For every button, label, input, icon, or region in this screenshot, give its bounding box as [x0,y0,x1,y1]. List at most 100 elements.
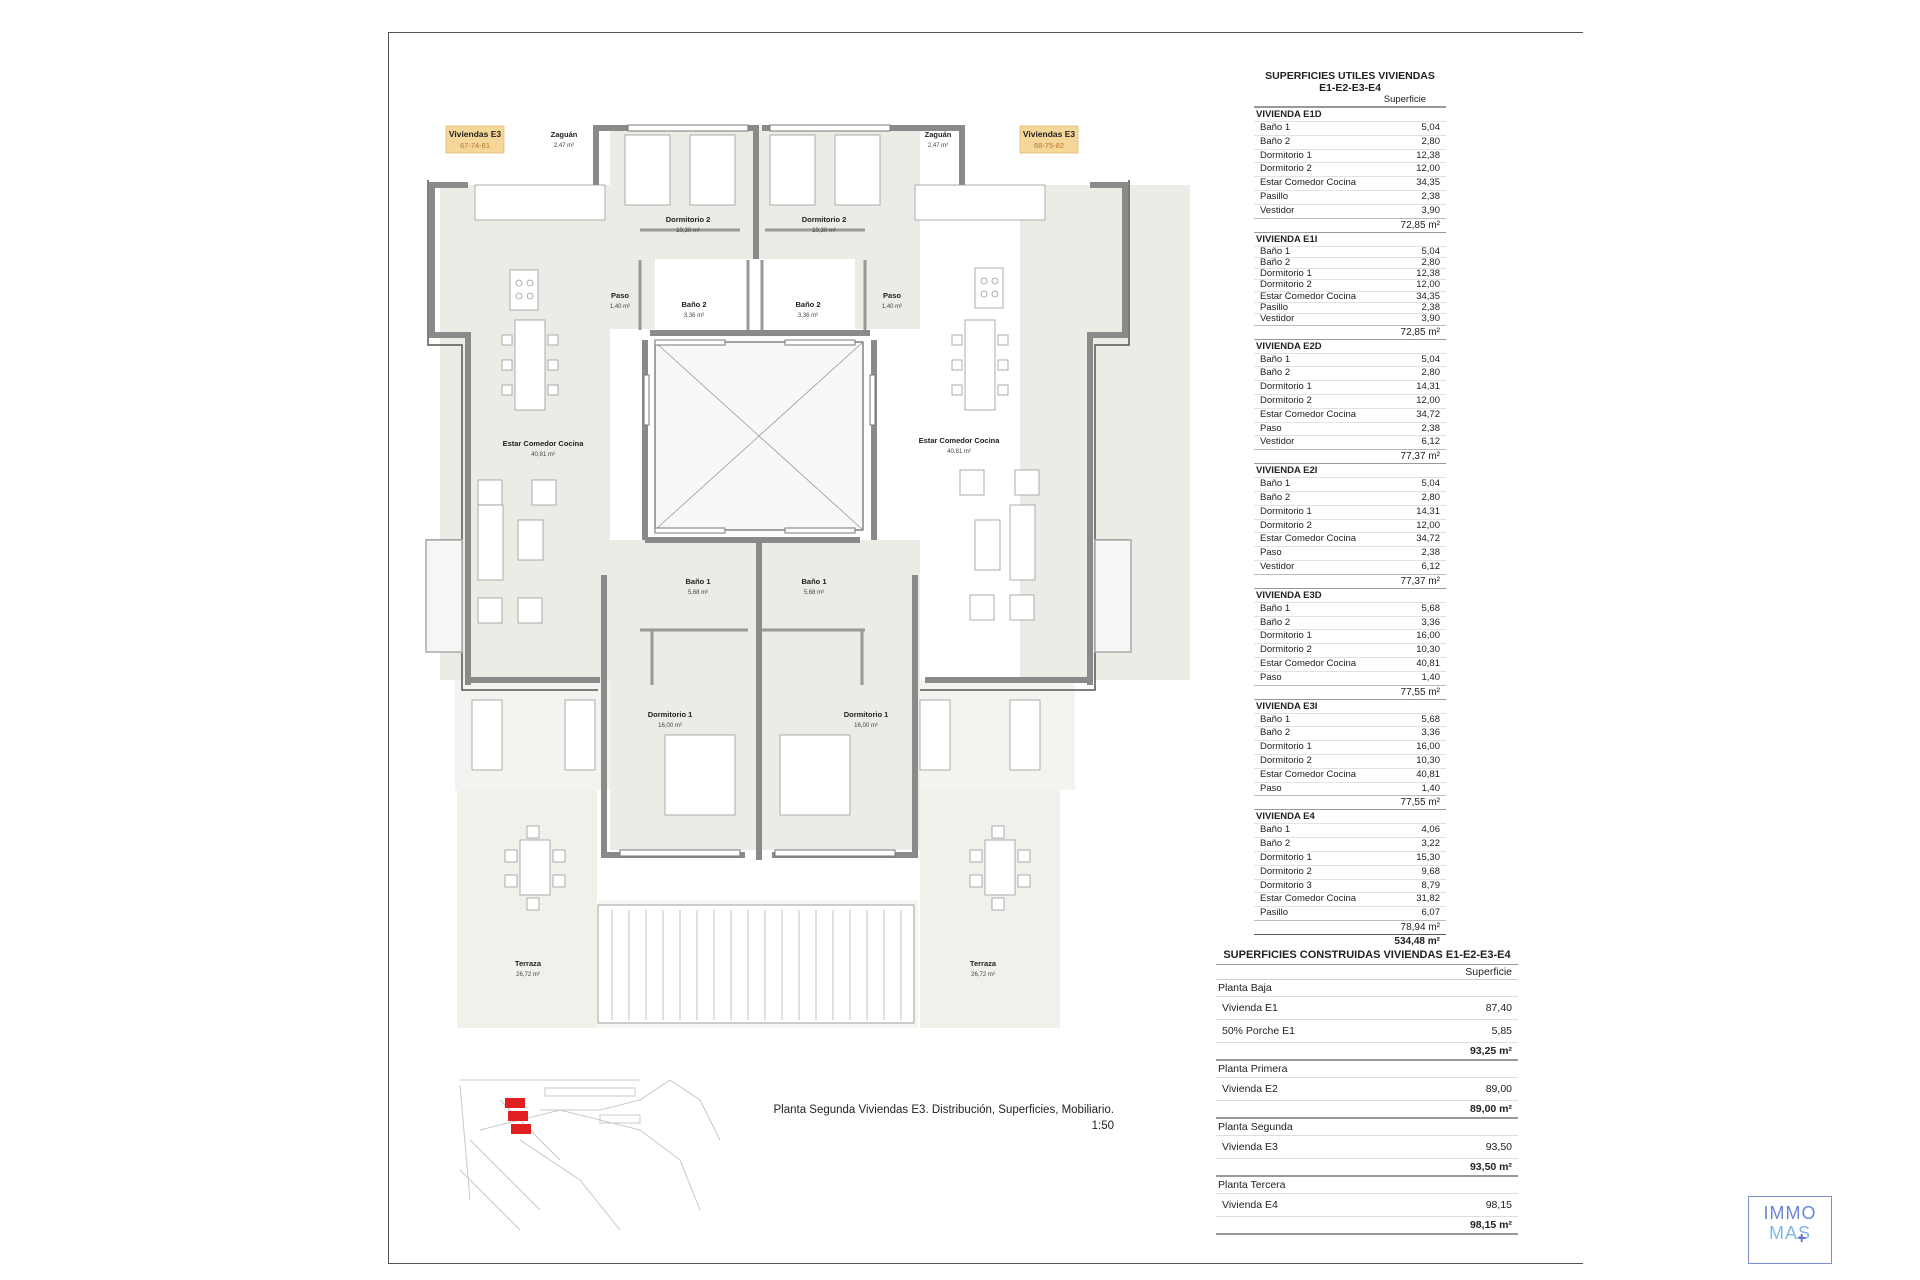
room-name: Dormitorio 2 [1260,644,1312,656]
room-surface: 12,00 [1416,519,1440,531]
room-name: Baño 1 [1260,602,1291,614]
room-label: Paso [883,291,901,300]
section-total: 72,85 m² [1254,324,1446,339]
room-surface: 9,68 [1421,865,1441,877]
room-label: Baño 2 [681,300,706,309]
table-row: Baño 2 3,36 [1254,726,1446,740]
room-name: Vestidor [1260,204,1295,216]
room-label: Terraza [970,959,997,968]
room-name: Pasillo [1260,302,1288,314]
table-row: Dormitorio 2 12,00 [1254,394,1446,408]
room-surface: 2,38 [1421,422,1441,434]
room-area: 2,47 m² [928,143,948,149]
furniture-right [914,184,1046,911]
floor-group-total: 93,50 m² [1216,1159,1518,1177]
useful-areas-title: SUPERFICIES UTILES VIVIENDAS [1265,70,1435,82]
room-name: Dormitorio 2 [1260,754,1312,766]
room-surface: 34,72 [1416,408,1440,420]
room-name: Dormitorio 1 [1260,268,1312,280]
logo-line2: MAS+ [1749,1223,1831,1247]
unit-name: Vivienda E1 [1222,1002,1278,1014]
room-label: Baño 1 [685,577,710,586]
room-name: Paso [1260,782,1282,794]
room-label: Zaguán [925,130,952,139]
site-map [459,1079,721,1231]
room-area: 26,72 m² [971,972,995,978]
room-surface: 12,38 [1416,268,1440,280]
room-surface: 5,04 [1421,122,1441,133]
room-name: Dormitorio 2 [1260,163,1312,175]
built-areas-title: SUPERFICIES CONSTRUIDAS VIVIENDAS E1-E2-… [1216,948,1518,965]
room-surface: 3,90 [1421,204,1441,216]
room-surface: 2,38 [1421,190,1441,202]
unit-tag-left-title: Viviendas E3 [449,129,502,139]
table-row: Vestidor 3,90 [1254,203,1446,218]
room-surface: 12,00 [1416,395,1440,407]
unit-name: Vivienda E3 [1222,1141,1278,1153]
room-surface: 16,00 [1416,741,1440,753]
table-row: Dormitorio 3 8,79 [1254,878,1446,893]
room-area: 3,36 m² [798,313,818,319]
room-surface: 2,38 [1421,302,1441,314]
room-name: Paso [1260,671,1282,683]
built-areas-column-header: Superficie [1216,965,1518,980]
room-name: Dormitorio 1 [1260,741,1312,753]
room-area: 1,40 m² [882,304,902,310]
room-name: Estar Comedor Cocina [1260,408,1357,420]
room-name: Baño 1 [1260,245,1291,257]
section-header: VIVIENDA E2I [1254,463,1446,477]
room-surface: 1,40 [1421,782,1441,794]
logo-line1: IMMO [1763,1203,1817,1223]
room-name: Paso [1260,547,1282,559]
room-surface: 5,68 [1421,602,1441,614]
stairs [597,904,915,1024]
room-surface: 6,07 [1421,907,1441,919]
section-total: 77,55 m² [1254,684,1446,699]
table-row: Baño 1 5,68 [1254,601,1446,616]
room-surface: 2,80 [1421,256,1441,268]
logo-line2-text: MAS [1768,1223,1811,1243]
room-area: 2,47 m² [554,143,574,149]
room-surface: 12,00 [1416,279,1440,291]
room-name: Dormitorio 1 [1260,630,1312,642]
room-surface: 5,68 [1421,713,1441,725]
room-surface: 8,79 [1421,879,1441,891]
windows [619,124,896,857]
room-name: Baño 2 [1260,838,1291,850]
room-label: Estar Comedor Cocina [503,439,585,448]
room-name: Dormitorio 2 [1260,395,1312,407]
room-label: Paso [611,291,629,300]
room-surface: 40,81 [1416,658,1440,669]
furniture-left [471,184,606,911]
room-name: Baño 2 [1260,727,1291,739]
room-name: Dormitorio 3 [1260,879,1312,891]
room-area: 16,00 m² [658,723,682,729]
room-surface: 14,31 [1416,381,1440,393]
room-surface: 3,36 [1421,727,1441,739]
room-name: Baño 1 [1260,353,1291,365]
unit-surface: 89,00 [1485,1083,1512,1095]
useful-areas-subtitle: E1-E2-E3-E4 [1319,82,1381,94]
table-row: Dormitorio 1 12,38 [1254,268,1446,279]
room-label: Dormitorio 2 [666,215,711,224]
room-name: Dormitorio 1 [1260,505,1312,517]
